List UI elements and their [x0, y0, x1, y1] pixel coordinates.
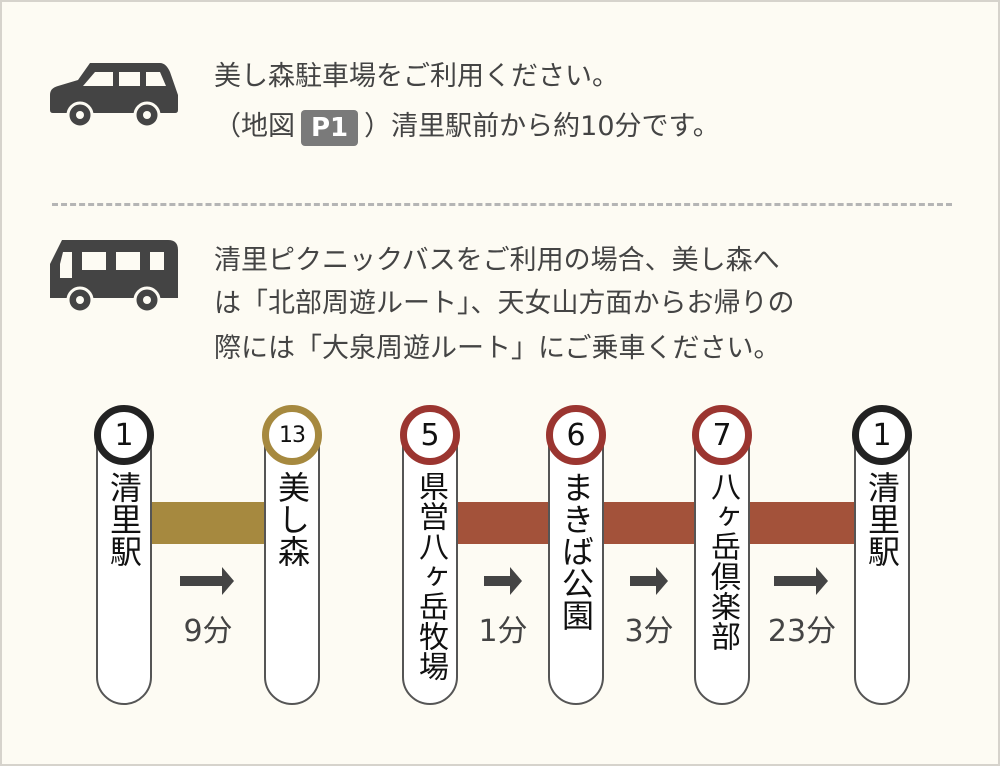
arrow-right-icon [774, 567, 828, 595]
station-number: 13 [262, 405, 322, 465]
station-name: 八ヶ岳倶楽部 [705, 471, 740, 651]
travel-time: 1分 [478, 614, 528, 649]
station-number: 1 [852, 405, 912, 465]
station-name: 清里駅 [105, 471, 143, 567]
station-yatsugatake-club: 7 八ヶ岳倶楽部 [692, 405, 752, 705]
route-line-north [150, 502, 266, 544]
arrow-right-icon [180, 567, 234, 595]
station-kenei-bokujo: 5 県営八ヶ岳牧場 [400, 405, 460, 705]
map-label: （地図 [214, 111, 295, 142]
bus-info-line2: は「北部周遊ルート」、天女山方面からお帰りの [214, 288, 795, 319]
station-number: 1 [94, 405, 154, 465]
station-name: 美し森 [273, 471, 311, 567]
station-name: 県営八ヶ岳牧場 [413, 471, 448, 681]
car-info-distance: ）清里駅前から約10分です。 [364, 111, 720, 142]
station-number: 7 [692, 405, 752, 465]
arrow-right-icon [484, 567, 522, 595]
parking-badge: P1 [301, 109, 359, 146]
route-line-oizumi [457, 502, 857, 544]
station-utsukushimori: 13 美し森 [262, 405, 322, 705]
car-icon [50, 63, 178, 129]
station-name: まきば公園 [557, 471, 595, 631]
bus-icon [50, 240, 178, 312]
car-info-line1: 美し森駐車場をご利用ください。 [214, 61, 619, 92]
travel-time: 9分 [183, 614, 233, 649]
travel-time: 23分 [767, 614, 837, 649]
divider [52, 203, 952, 206]
bus-info-line3: 際には「大泉周遊ルート」にご乗車ください。 [214, 333, 781, 364]
bus-info-line1: 清里ピクニックバスをご利用の場合、美し森へ [214, 245, 780, 276]
station-kiyosato-2: 1 清里駅 [852, 405, 912, 705]
station-name: 清里駅 [863, 471, 901, 567]
station-number: 6 [546, 405, 606, 465]
station-kiyosato-1: 1 清里駅 [94, 405, 154, 705]
station-makiba-park: 6 まきば公園 [546, 405, 606, 705]
station-number: 5 [400, 405, 460, 465]
travel-time: 3分 [624, 614, 674, 649]
arrow-right-icon [630, 567, 668, 595]
